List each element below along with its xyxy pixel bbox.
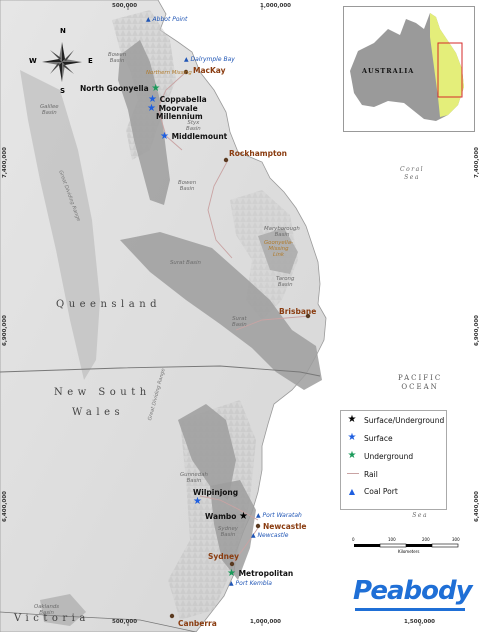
- legend-item-surface-underground: ★ Surface/Underground: [347, 414, 445, 425]
- scale-tick-200: 200: [422, 537, 430, 542]
- star-green-icon: ★: [347, 450, 357, 461]
- mine-millennium: Millennium: [156, 112, 203, 121]
- basin-sydney: [210, 480, 256, 580]
- compass-e: E: [88, 57, 93, 65]
- state-new-south: New South: [54, 387, 151, 398]
- mine-moorvale: ★ Moorvale: [147, 103, 198, 114]
- basin-label-tarong: Tarong Basin: [276, 276, 295, 289]
- basin-label-oaklands: Oaklands Basin: [34, 604, 60, 617]
- basin-label-surat-south: Surat Basin: [232, 316, 247, 329]
- scale-unit: Kilometers: [398, 549, 420, 554]
- sea-coral: Coral Sea: [400, 166, 425, 181]
- coord-left-6400000: 6,400,000: [2, 491, 8, 522]
- coord-right-6400000: 6,400,000: [474, 491, 480, 522]
- coord-top-1000000: 1,000,000: [260, 3, 291, 9]
- legend-item-rail: Rail: [347, 469, 378, 479]
- coord-bottom-1000000: 1,000,000: [250, 619, 281, 625]
- link-northern-missing: Northern Missing: [146, 70, 192, 76]
- inset-label-australia: AUSTRALIA: [362, 67, 415, 75]
- rail-line-icon: [347, 469, 359, 479]
- legend-item-coal-port: ▲ Coal Port: [348, 486, 398, 496]
- port-waratah: ▲ Port Waratah: [256, 512, 302, 519]
- basin-label-galilee: Galilee Basin: [40, 104, 59, 117]
- coord-left-7400000: 7,400,000: [2, 147, 8, 178]
- compass-rose: [42, 42, 82, 82]
- city-dots: [169, 69, 311, 619]
- basin-label-styx: Styx Basin: [186, 120, 201, 133]
- state-wales: Wales: [72, 407, 125, 418]
- state-border: [0, 365, 321, 377]
- city-sydney: Sydney: [208, 552, 239, 561]
- australia-inset-map: AUSTRALIA: [343, 6, 475, 132]
- link-goonyella-missing: Goonyella- Missing Link: [264, 240, 293, 259]
- port-newcastle: ▲ Newcastle: [251, 532, 289, 539]
- scale-bar: 0 100 200 300 Kilometers: [352, 538, 462, 556]
- basin-gunnedah: [178, 404, 236, 500]
- coord-top-500000: 500,000: [112, 3, 138, 9]
- compass-n: N: [60, 27, 66, 35]
- scale-tick-0: 0: [352, 537, 355, 542]
- basin-label-surat-north: Surat Basin: [170, 260, 201, 266]
- scale-tick-100: 100: [388, 537, 396, 542]
- port-dalrymple-bay: ▲ Dalrymple Bay: [184, 56, 235, 63]
- port-abbot-point: ▲ Abbot Point: [146, 16, 188, 23]
- state-queensland: Queensland: [56, 299, 162, 310]
- basin-bowen: [118, 40, 170, 205]
- star-black-icon: ★: [347, 414, 357, 425]
- basin-oaklands: [40, 594, 86, 626]
- ocean-pacific: PACIFIC OCEAN: [398, 374, 443, 392]
- mine-metropolitan: ★ Metropolitan: [227, 568, 294, 579]
- mine-middlemount: ★ Middlemount: [160, 131, 228, 142]
- state-victoria: Victoria: [14, 613, 90, 624]
- mine-north-goonyella: North Goonyella ★: [80, 83, 161, 94]
- basin-label-sydney: Sydney Basin: [218, 526, 238, 539]
- city-newcastle: Newcastle: [263, 522, 307, 531]
- legend: ★ Surface/Underground ★ Surface ★ Underg…: [340, 410, 447, 510]
- compass-w: W: [29, 57, 37, 65]
- basin-label-bowen-north: Bowen Basin: [108, 52, 127, 65]
- coord-bottom-1500000: 1,500,000: [404, 619, 435, 625]
- basin-galilee: [20, 70, 100, 380]
- city-canberra: Canberra: [178, 619, 217, 628]
- mine-wilpinjong: Wilpinjong★: [193, 488, 239, 507]
- basin-maryborough: [258, 228, 298, 274]
- basin-label-bowen-south: Bowen Basin: [178, 180, 197, 193]
- logo-underline: [355, 608, 465, 611]
- triangle-blue-icon: ▲: [348, 486, 356, 496]
- coord-right-6900000: 6,900,000: [474, 315, 480, 346]
- state-border-vic: [0, 611, 197, 632]
- peabody-logo: Peabody: [351, 576, 473, 614]
- basin-label-gunnedah: Gunnedah Basin: [180, 472, 208, 485]
- mine-coppabella: ★ Coppabella: [148, 94, 207, 105]
- compass-s: S: [60, 87, 66, 95]
- city-mackay: MacKay: [193, 66, 226, 75]
- legend-item-surface: ★ Surface: [347, 432, 393, 443]
- logo-text: Peabody: [353, 576, 473, 606]
- coord-right-7400000: 7,400,000: [474, 147, 480, 178]
- coord-left-6900000: 6,900,000: [2, 315, 8, 346]
- graticule-ticks: [127, 6, 421, 626]
- relief-central: [230, 190, 298, 320]
- port-kembla: ▲ Port Kembla: [229, 580, 272, 587]
- basin-label-maryborough: Maryborough Basin: [264, 226, 300, 239]
- basin-surat: [120, 232, 322, 390]
- star-blue-icon: ★: [347, 432, 357, 443]
- legend-item-underground: ★ Underground: [347, 450, 414, 461]
- mine-wambo: Wambo ★: [205, 511, 248, 522]
- rail-lines: [157, 71, 311, 565]
- scale-tick-300: 300: [452, 537, 460, 542]
- coord-bottom-500000: 500,000: [112, 619, 138, 625]
- city-brisbane: Brisbane: [279, 307, 317, 316]
- city-rockhampton: Rockhampton: [229, 149, 288, 158]
